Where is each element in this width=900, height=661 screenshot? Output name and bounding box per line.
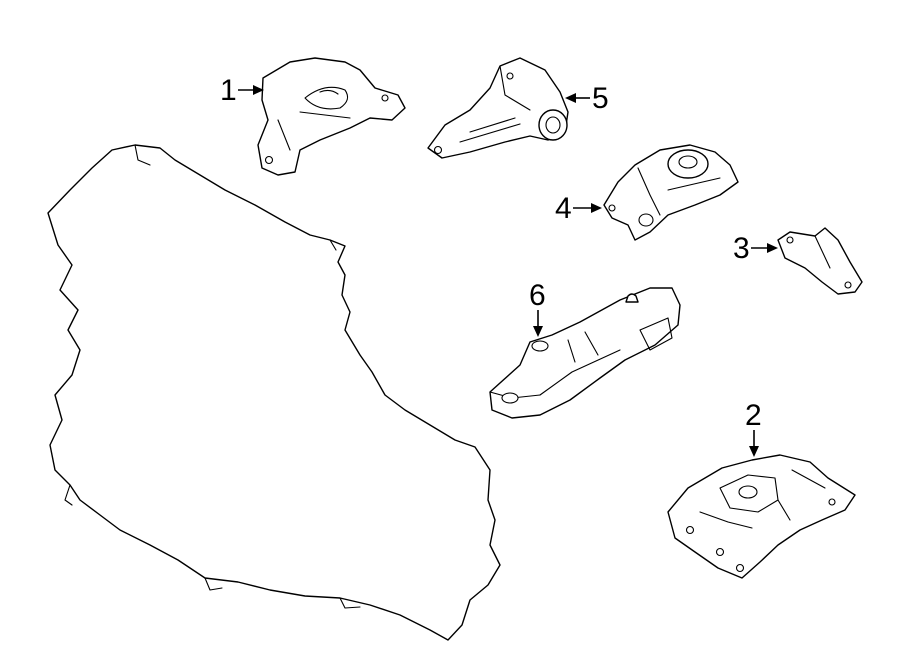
part-1-upper-mount (257, 57, 406, 176)
callout-3: 3 (733, 232, 778, 265)
callout-1: 1 (220, 74, 264, 107)
callout-4: 4 (555, 192, 602, 225)
part-3-small-bracket (777, 227, 863, 295)
callout-label-5: 5 (592, 82, 609, 115)
part-4-rear-mount (603, 144, 739, 241)
callout-6: 6 (529, 279, 546, 337)
callout-label-1: 1 (220, 74, 237, 107)
callout-5: 5 (565, 82, 609, 115)
engine-block (47, 144, 501, 641)
callout-label-6: 6 (529, 279, 546, 312)
callout-2: 2 (745, 399, 762, 457)
callout-label-3: 3 (733, 232, 750, 265)
part-2-transmission-mount (667, 454, 856, 579)
callout-label-2: 2 (745, 399, 762, 432)
part-5-bracket-bushing (427, 57, 569, 159)
part-6-torque-rod (489, 287, 681, 419)
callout-label-4: 4 (555, 192, 572, 225)
